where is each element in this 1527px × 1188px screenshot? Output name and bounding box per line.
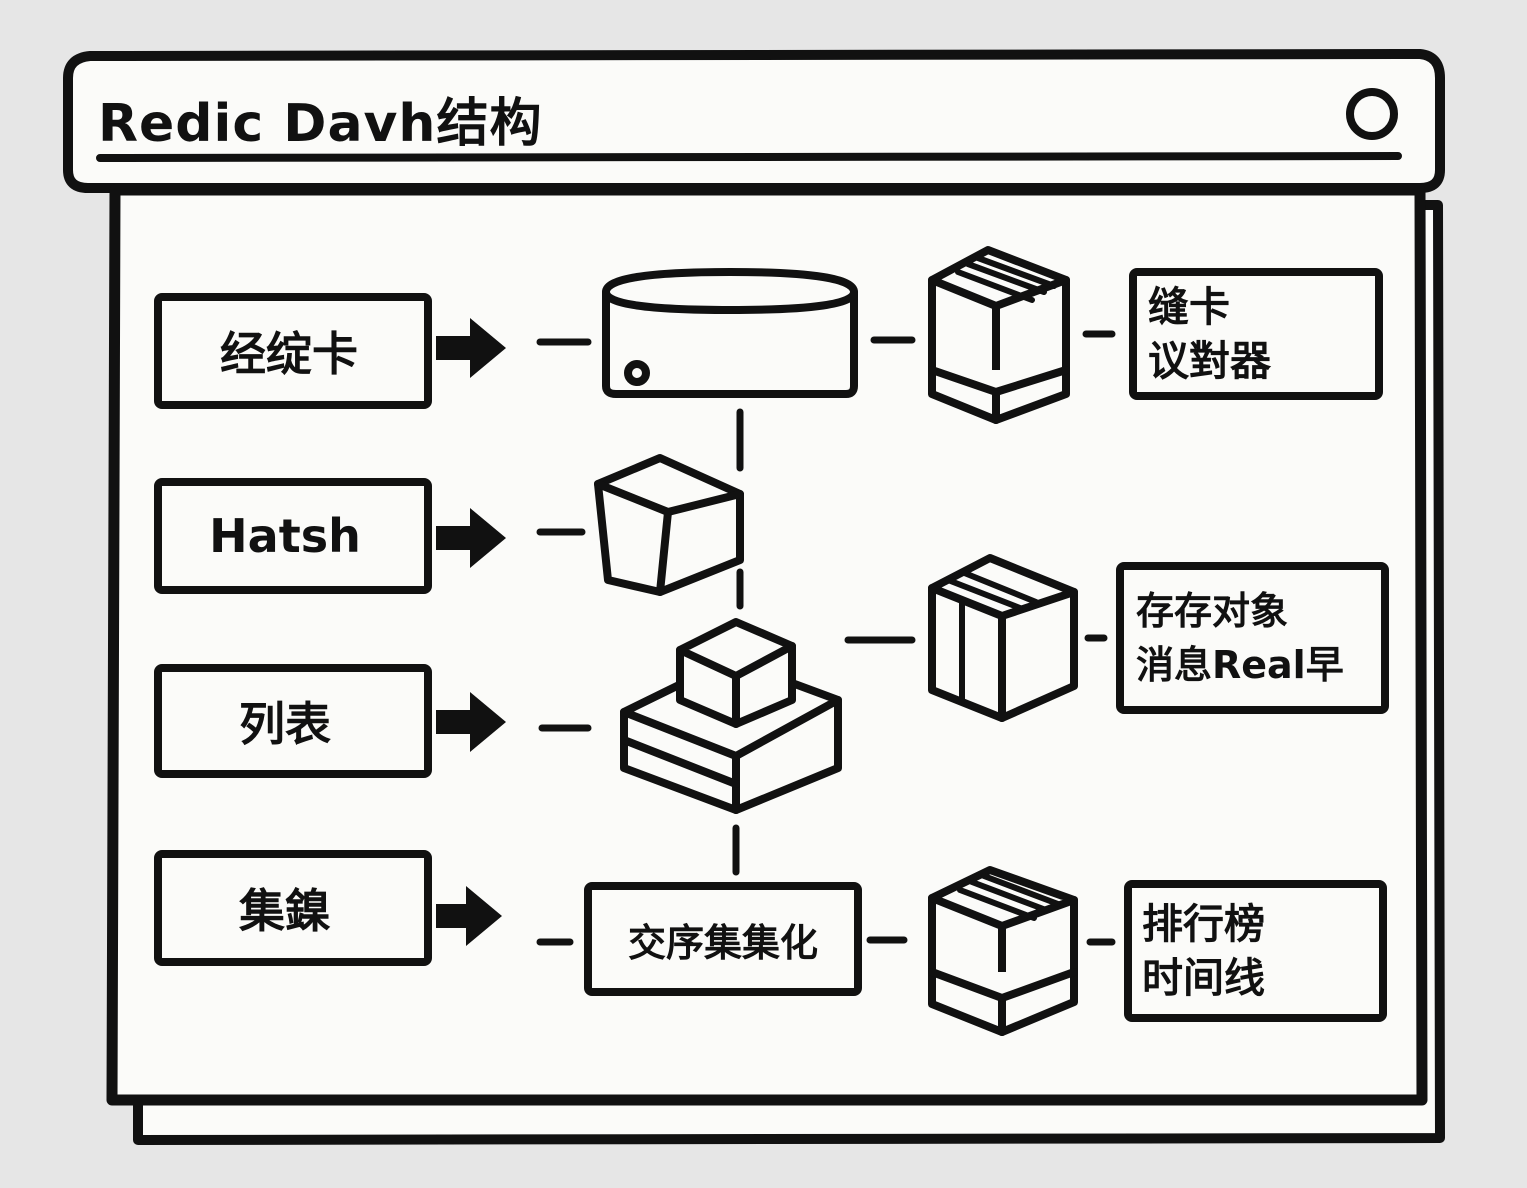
input-box-2 (154, 478, 432, 594)
connector-dashes-left (536, 338, 592, 946)
arrow-1 (436, 318, 506, 378)
database-cylinder-icon (602, 268, 858, 398)
output-2-line-1: 存存对象 (1136, 589, 1289, 633)
arrow-3 (436, 692, 506, 752)
cube-icon-hash (594, 454, 744, 596)
box-icon-1 (928, 246, 1070, 424)
output-3-line-1: 排行榜 (1142, 900, 1265, 948)
sorted-set-label: 交序集集化 (627, 920, 818, 965)
arrow-4 (436, 886, 502, 946)
window-circle-button[interactable] (1346, 88, 1398, 140)
output-label-2: 存存对象 消息Real早 (1136, 566, 1380, 710)
box-icon-2 (928, 554, 1078, 722)
output-box-1 (1129, 268, 1383, 400)
input-label-4: 集鎳 (239, 884, 331, 938)
title-circle-button (1346, 88, 1398, 140)
sorted-set-box (584, 882, 862, 996)
output-label-1: 缝卡 议對器 (1148, 272, 1372, 396)
input-label-2: Hatsh (209, 509, 361, 563)
arrow-2 (436, 508, 506, 568)
input-label-3: 列表 (239, 697, 331, 751)
output-box-3 (1124, 880, 1387, 1022)
output-1-line-1: 缝卡 (1148, 283, 1230, 331)
vertical-spine (732, 408, 744, 876)
box-icon-3 (928, 866, 1078, 1036)
input-label-1: 经绽卡 (220, 327, 358, 381)
output-3-line-2: 时间线 (1142, 954, 1265, 1002)
window-title: Redic Davh结构 (98, 93, 543, 154)
arrows (436, 318, 506, 946)
output-box-2 (1116, 562, 1389, 714)
output-label-3: 排行榜 时间线 (1142, 884, 1376, 1018)
input-box-1 (154, 293, 432, 409)
input-box-4 (154, 850, 432, 966)
connector-dashes-right (1082, 330, 1116, 946)
output-1-line-2: 议對器 (1148, 337, 1271, 385)
connector-dashes-mid (844, 336, 916, 944)
stacked-cube-icon (620, 618, 842, 814)
output-2-line-2: 消息Real早 (1136, 643, 1344, 687)
title-underline (96, 152, 1402, 162)
input-box-3 (154, 664, 432, 778)
